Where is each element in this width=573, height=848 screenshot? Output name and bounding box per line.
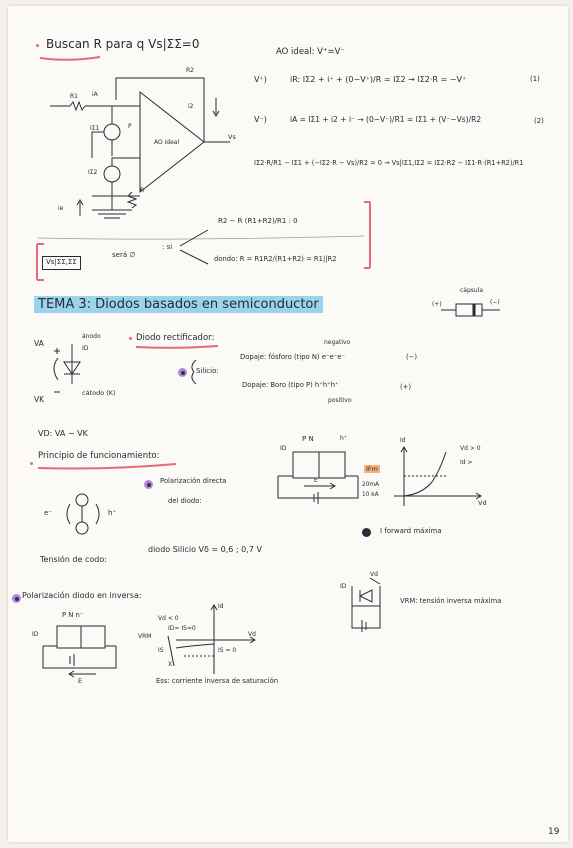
result-cond2: dondo: R = R1R2/(R1+R2) = R1||R2 [214, 255, 337, 263]
result-sera: será ∅ [112, 251, 136, 259]
directa-id-axis: Id [400, 437, 406, 444]
heading-bullet-dot [36, 44, 39, 47]
diodo-catodo: cátodo (K) [82, 389, 116, 397]
inversa-pn: P N n⁻ [62, 611, 84, 619]
inversa-id-is: ID≈ IS≈0 [168, 625, 196, 632]
directa-bullet [144, 480, 153, 489]
inversa-vd-axis: Vd [248, 631, 256, 638]
inversa-e: E [78, 677, 83, 685]
eq1-body: iR: IΣ2 + i⁺ + (0−V⁺)/R = IΣ2 → IΣ2·R = … [290, 75, 467, 84]
inversa-id2: ID [340, 583, 347, 590]
principio-directa: Polarización directa [160, 477, 227, 485]
circuit-p: P [128, 123, 132, 130]
directa-id-gt: Id > [460, 459, 473, 466]
circuit-r2: R2 [186, 67, 194, 74]
result-si: : si [162, 243, 173, 251]
capsula-plus: (+) [432, 301, 442, 308]
diodo-title-dot [129, 337, 132, 340]
directa-ifm: IFm [364, 465, 380, 473]
directa-vd-axis: Vd [478, 499, 487, 507]
principio-title: Principio de funcionamiento: [38, 451, 160, 461]
circuit-ie: ie [58, 205, 64, 212]
eq2-body: iA = IΣ1 + i2 + i⁻ → (0−V⁻)/R1 = IΣ1 + (… [290, 115, 482, 124]
principio-h: h⁺ [108, 509, 117, 517]
principio-dot [30, 462, 33, 465]
inversa-ess: Ess: corriente inversa de saturación [156, 677, 279, 685]
directa-e: E [314, 477, 318, 484]
tema-title-text: TEMA 3: Diodos basados en semiconductor [34, 296, 323, 313]
codo-value: diodo Silicio Vδ ≃ 0,6 ; 0,7 V [148, 545, 262, 554]
diodo-va: VA [34, 339, 44, 348]
heading-buscan: Buscan R para q Vs|ΣΣ=0 [46, 37, 200, 51]
inversa-is0: IS ≈ 0 [218, 647, 237, 654]
page-number: 19 [548, 827, 560, 837]
circuit-ia: iA [92, 91, 98, 98]
tema-title: TEMA 3: Diodos basados en semiconductor [34, 296, 323, 313]
result-cond1: R2 − R (R1+R2)/R1 : 0 [218, 217, 298, 225]
iforward-bullet [362, 528, 371, 537]
eq1-tag: (1) [530, 75, 540, 83]
directa-ifm-text: IFm [364, 465, 380, 473]
principio-e: e⁻ [44, 509, 53, 517]
silicio-negativo: negativo [324, 339, 351, 346]
inversa-vd: Vd [370, 571, 378, 578]
eq1-label: V⁺) [254, 75, 267, 84]
directa-vd-gt0: Vd > 0 [460, 445, 481, 452]
capsula-label: cápsula [460, 287, 484, 294]
diodo-id: ID [82, 345, 89, 352]
circuit-ib2: IΣ2 [88, 169, 98, 176]
directa-ma: 20mA [362, 482, 379, 488]
inversa-title: Polarización diodo en inversa: [22, 591, 142, 600]
inversa-id-axis: Id [218, 603, 224, 610]
directa-a: 10 kA [362, 492, 379, 498]
inversa-vrm: VRM [138, 633, 152, 640]
eq2-label: V⁻) [254, 115, 267, 124]
inversa-x: X [168, 661, 173, 668]
principio-del-diodo: del diodo: [168, 497, 202, 505]
diodo-vd: VD: VA − VK [38, 429, 88, 438]
circuit-r: R [140, 187, 145, 194]
circuit-ao: AO ideal [154, 139, 180, 146]
ao-ideal-note: AO ideal: V⁺=V⁻ [276, 47, 345, 57]
directa-id-lbl: ID [280, 445, 287, 452]
inversa-is: IS [158, 647, 164, 654]
inversa-bullet [12, 594, 21, 603]
silicio-positivo: positivo [328, 397, 352, 404]
iforward-text: I forward máxima [380, 527, 442, 535]
circuit-ib1: IΣ1 [90, 125, 100, 132]
circuit-r1: R1 [70, 93, 78, 100]
eq3-body: IΣ2·R/R1 − IΣ1 + (−IΣ2·R − Vs)/R2 = 0 → … [254, 159, 524, 167]
circuit-vs: Vs [228, 133, 236, 141]
handwritten-drawings [36, 56, 500, 678]
circuit-i2: i2 [188, 103, 194, 110]
inversa-vrm-def: VRM: tensión inversa máxima [400, 597, 502, 605]
diodo-anodo: ánodo [82, 333, 101, 340]
silicio-bullet [178, 368, 187, 377]
directa-h-plus: h⁺ [340, 435, 347, 442]
silicio-dopaje1: Dopaje: fósforo (tipo N) e⁻e⁻e⁻ [240, 353, 346, 361]
silicio-label: Silicio: [196, 367, 219, 375]
eq2-tag: (2) [534, 117, 544, 125]
silicio-neg-sign: (−) [406, 353, 417, 361]
codo-label: Tensión de codo: [40, 555, 107, 564]
silicio-pos-sign: (+) [400, 383, 411, 391]
directa-pn: P N [302, 435, 314, 443]
result-vs: Vs|ΣΣ,ΣΣ [42, 256, 81, 270]
diodo-vk: VK [34, 395, 45, 404]
opamp-triangle [139, 90, 205, 194]
inversa-vd-lt0: Vd < 0 [158, 615, 179, 622]
silicio-dopaje2: Dopaje: Boro (tipo P) h⁺h⁺h⁺ [242, 381, 339, 389]
diodo-title: Diodo rectificador: [136, 333, 215, 343]
notebook-page: Buscan R para q Vs|ΣΣ=0 AO ideal: V⁺=V⁻ … [8, 6, 568, 842]
inversa-id: ID [32, 631, 39, 638]
capsula-minus: (−) [490, 299, 500, 306]
